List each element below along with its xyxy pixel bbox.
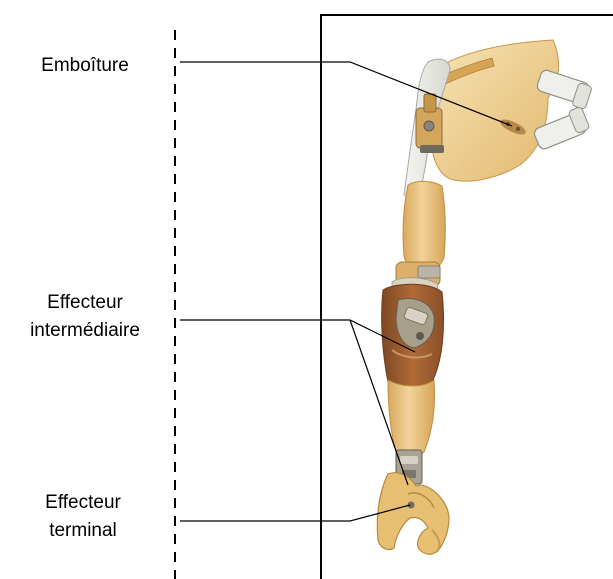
- upper-arm: [403, 181, 445, 272]
- terminal-hand: [377, 473, 449, 555]
- label-terminal-line1: Effecteur: [0, 489, 166, 517]
- lower-forearm: [388, 380, 435, 457]
- label-socket: Emboîture: [0, 52, 170, 80]
- leader-terminal: [180, 505, 410, 521]
- label-intermediate-effector: Effecteur intermédiaire: [0, 289, 174, 345]
- label-intermediate-line1: Effecteur: [0, 289, 174, 317]
- label-intermediate-line2: intermédiaire: [0, 317, 174, 345]
- shoulder-socket-shape: [431, 40, 559, 181]
- leader-intermediate: [180, 320, 415, 485]
- label-socket-text: Emboîture: [41, 55, 129, 76]
- label-terminal-effector: Effecteur terminal: [0, 489, 166, 545]
- label-terminal-line2: terminal: [0, 517, 166, 545]
- prosthetic-arm-illustration: [377, 40, 592, 554]
